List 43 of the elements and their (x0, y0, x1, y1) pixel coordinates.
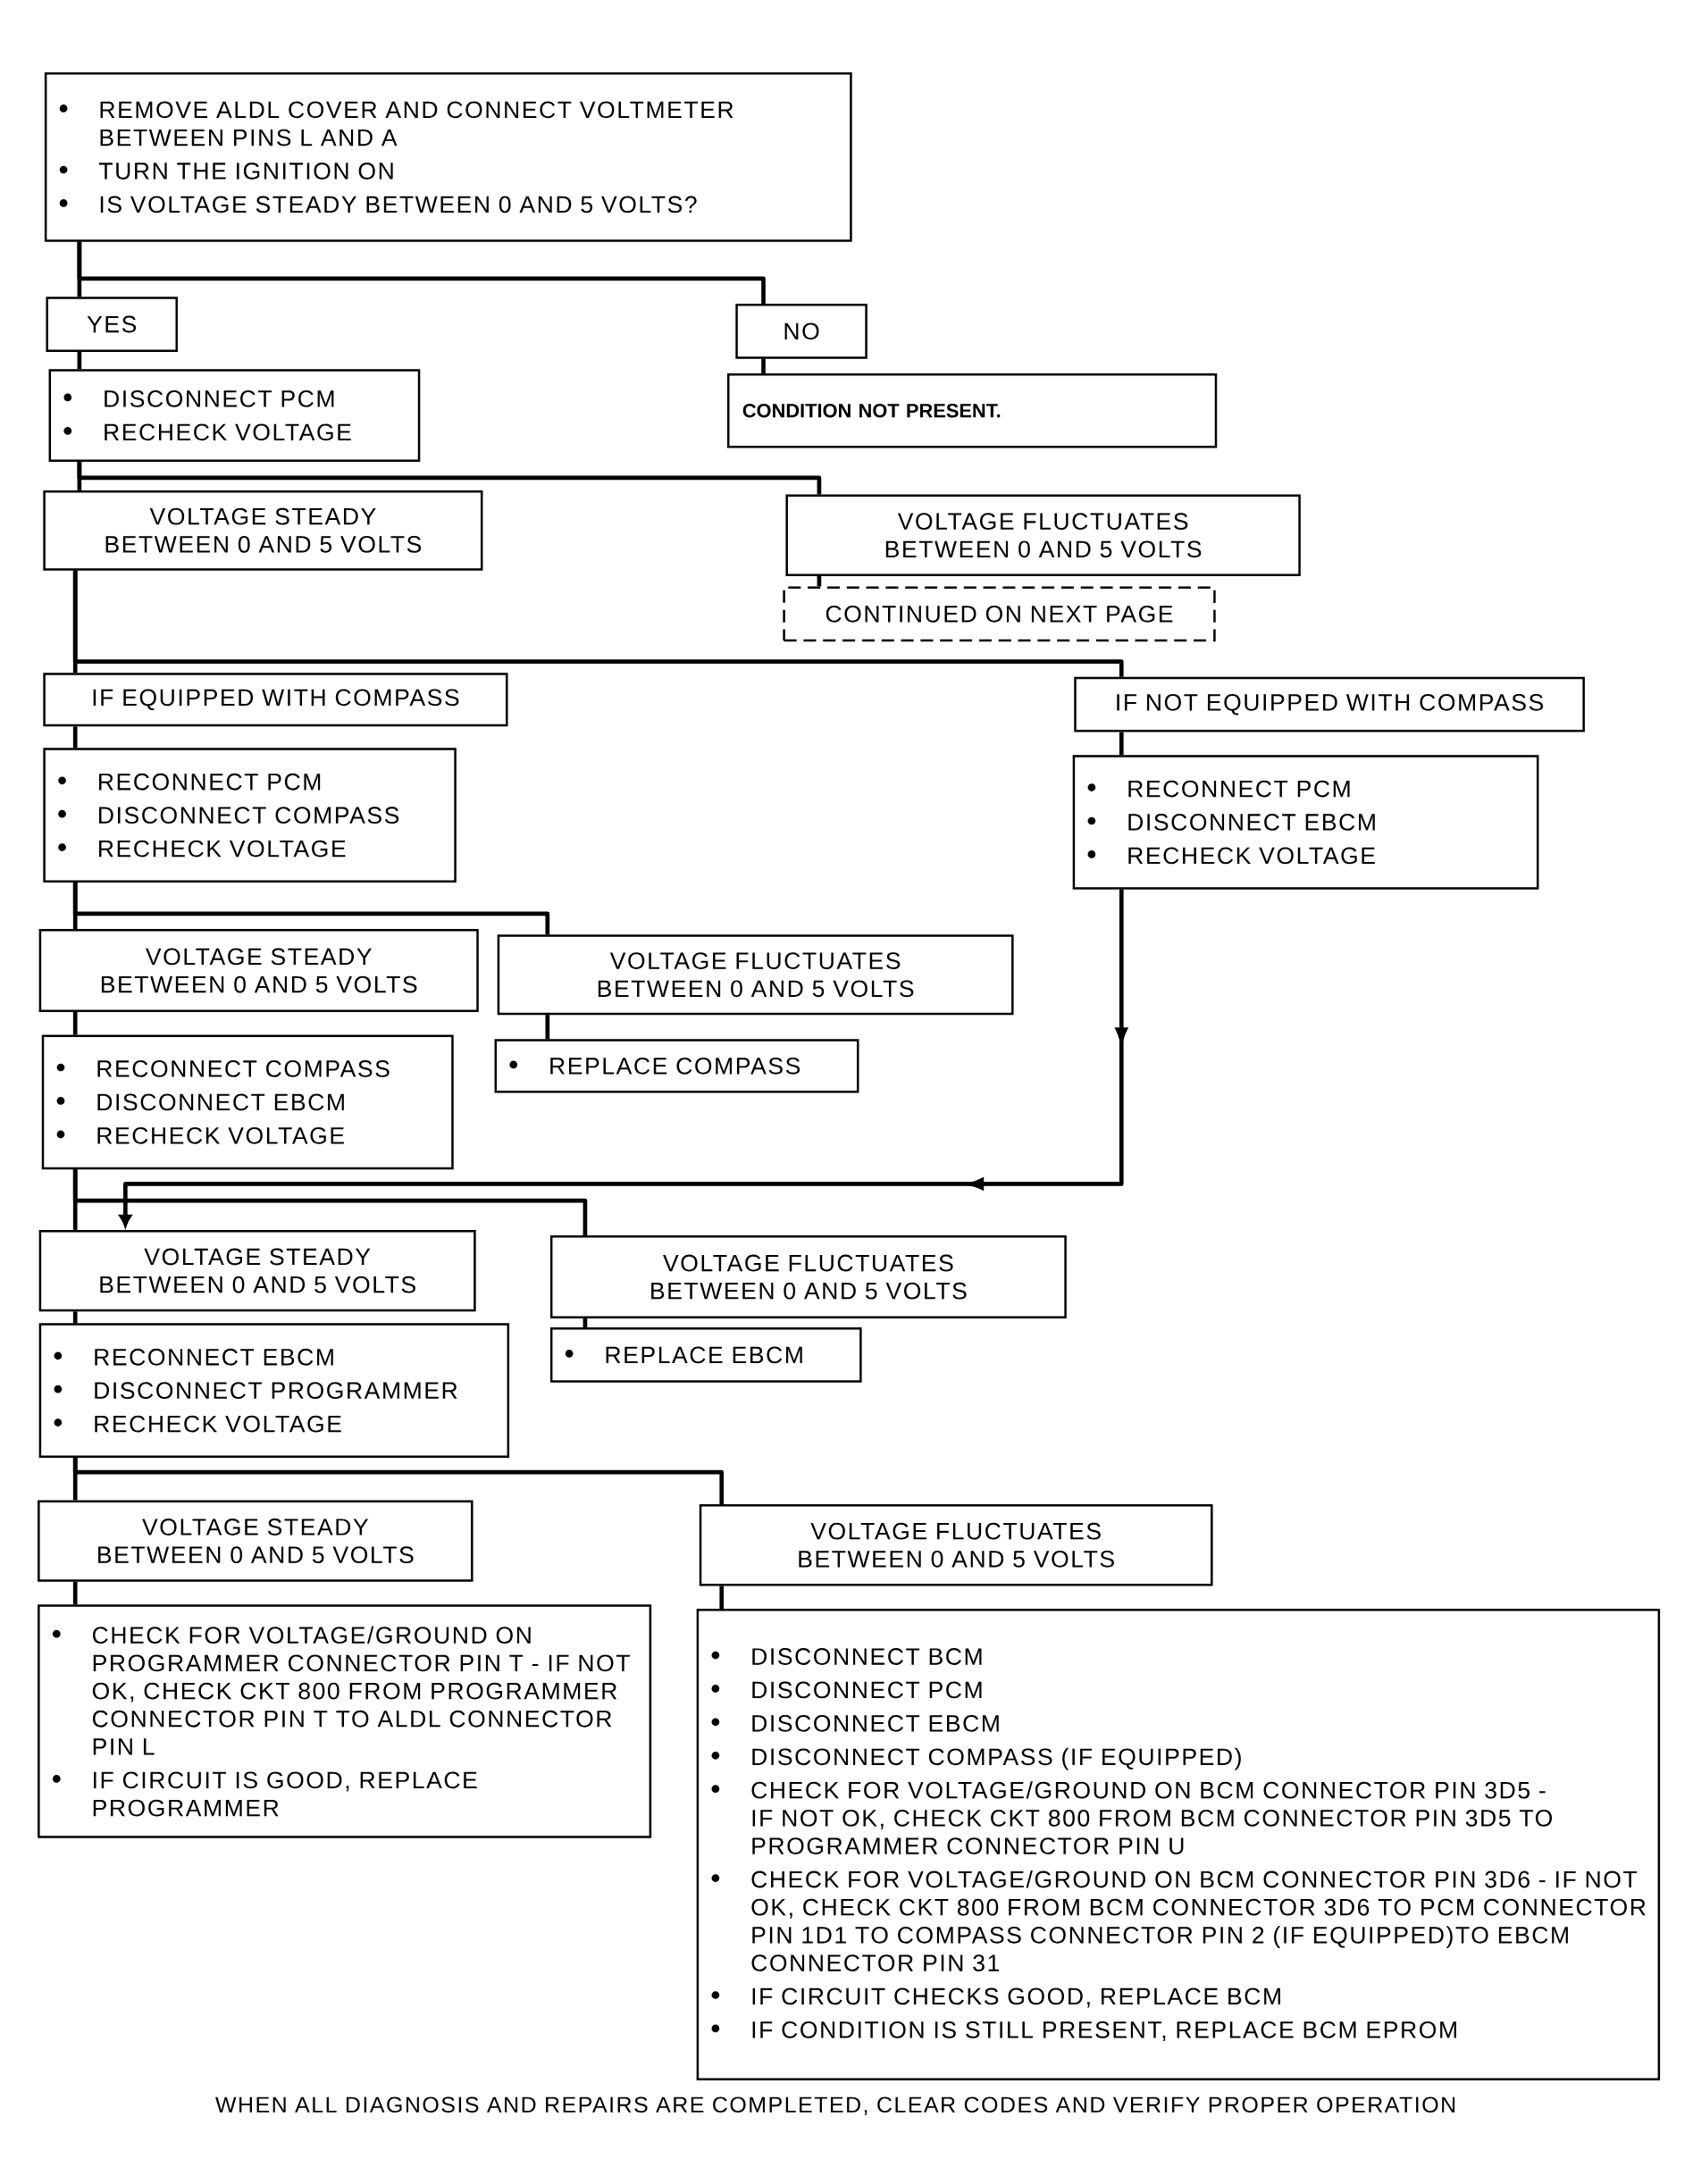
instruction-box: REPLACE EBCM (550, 1327, 862, 1383)
result-box: CONDITION NOT PRESENT. (727, 372, 1218, 448)
condition-box: IF EQUIPPED WITH COMPASS (43, 673, 508, 727)
arrow (119, 889, 1127, 1227)
instruction-box: DISCONNECT BCM DISCONNECT PCM DISCONNECT EBCM DISCONNECT COMPASS (IF EQUIPPED) CHECK FOR VOLTAGE/GROUND ON BCM CONNECTOR PIN 3D5 - IF NOT OK, CHECK CKT 800 FROM BCM CONNECTOR PIN 3D5 TO PROGRAMMER CONNECTOR PIN U CHECK FOR VOLTAGE/GROUND ON BCM CONNECTOR PIN 3D6 - IF NOT OK, CHECK CKT 800 FROM BCM CONNECTOR 3D6 TO PCM CONNECTOR PIN 1D1 TO COMPASS CONNECTOR PIN 2 (IF EQUIPPED)TO EBCM CONNECTOR PIN 31 IF CIRCUIT CHECKS GOOD, REPLACE BCM IF CONDITION IS STILL PRESENT, REPLACE BCM EPROM (696, 1609, 1661, 2080)
connector-line (73, 1458, 725, 1505)
connector-line (73, 1311, 78, 1324)
result-box: VOLTAGE FLUCTUATES BETWEEN 0 AND 5 VOLTS (785, 494, 1301, 576)
connector-line (73, 726, 78, 749)
instruction-box: REPLACE COMPASS (494, 1039, 859, 1093)
instruction-box: RECONNECT EBCM DISCONNECT PROGRAMMER RECHECK VOLTAGE (38, 1323, 510, 1458)
choice-box: NO (735, 303, 868, 359)
result-box: VOLTAGE FLUCTUATES BETWEEN 0 AND 5 VOLTS (550, 1235, 1068, 1319)
footer-note: WHEN ALL DIAGNOSIS AND REPAIRS ARE COMPLETED, CLEAR CODES AND VERIFY PROPER OPERATION (215, 2096, 1455, 2115)
connector-line (73, 570, 1124, 677)
instruction-box: DISCONNECT PCM RECHECK VOLTAGE (48, 369, 421, 463)
connector-line (817, 575, 822, 587)
instruction-box: CHECK FOR VOLTAGE/GROUND ON PROGRAMMER CONNECTOR PIN T - IF NOT OK, CHECK CKT 800 FROM PROGRAMMER CONNECTOR PIN T TO ALDL CONNECTOR PIN L IF CIRCUIT IS GOOD, REPLACE PROGRAMMER (38, 1604, 652, 1838)
continuation-box: CONTINUED ON NEXT PAGE (783, 586, 1216, 642)
result-box: VOLTAGE FLUCTUATES BETWEEN 0 AND 5 VOLTS (497, 934, 1014, 1016)
connector-line (73, 1169, 588, 1236)
result-box: VOLTAGE STEADY BETWEEN 0 AND 5 VOLTS (38, 1229, 476, 1312)
connector-line (73, 1581, 78, 1605)
connector-line (1119, 732, 1124, 756)
result-box: VOLTAGE STEADY BETWEEN 0 AND 5 VOLTS (38, 929, 479, 1012)
connector-line (761, 358, 767, 373)
connector-line (545, 1015, 550, 1040)
result-box: VOLTAGE FLUCTUATES BETWEEN 0 AND 5 VOLTS (700, 1504, 1213, 1586)
connector-line (77, 351, 82, 370)
choice-box: YES (46, 297, 179, 352)
connector-line (77, 462, 822, 495)
instruction-box: RECONNECT COMPASS DISCONNECT EBCM RECHECK VOLTAGE (42, 1034, 454, 1170)
connector-line (77, 241, 767, 304)
instruction-box: RECONNECT PCM DISCONNECT COMPASS RECHECK VOLTAGE (43, 748, 457, 883)
result-box: VOLTAGE STEADY BETWEEN 0 AND 5 VOLTS (38, 1500, 474, 1582)
connector-line (73, 1012, 78, 1035)
instruction-box: RECONNECT PCM DISCONNECT EBCM RECHECK VOLTAGE (1072, 755, 1539, 890)
connector-line (582, 1318, 588, 1328)
result-box: VOLTAGE STEADY BETWEEN 0 AND 5 VOLTS (43, 490, 483, 571)
instruction-box: REMOVE ALDL COVER AND CONNECT VOLTMETER BETWEEN PINS L AND A TURN THE IGNITION ON IS VOLTAGE STEADY BETWEEN 0 AND 5 VOLTS? (45, 72, 852, 242)
connector-line (73, 883, 550, 935)
condition-box: IF NOT EQUIPPED WITH COMPASS (1074, 676, 1586, 732)
connector-line (719, 1586, 725, 1610)
